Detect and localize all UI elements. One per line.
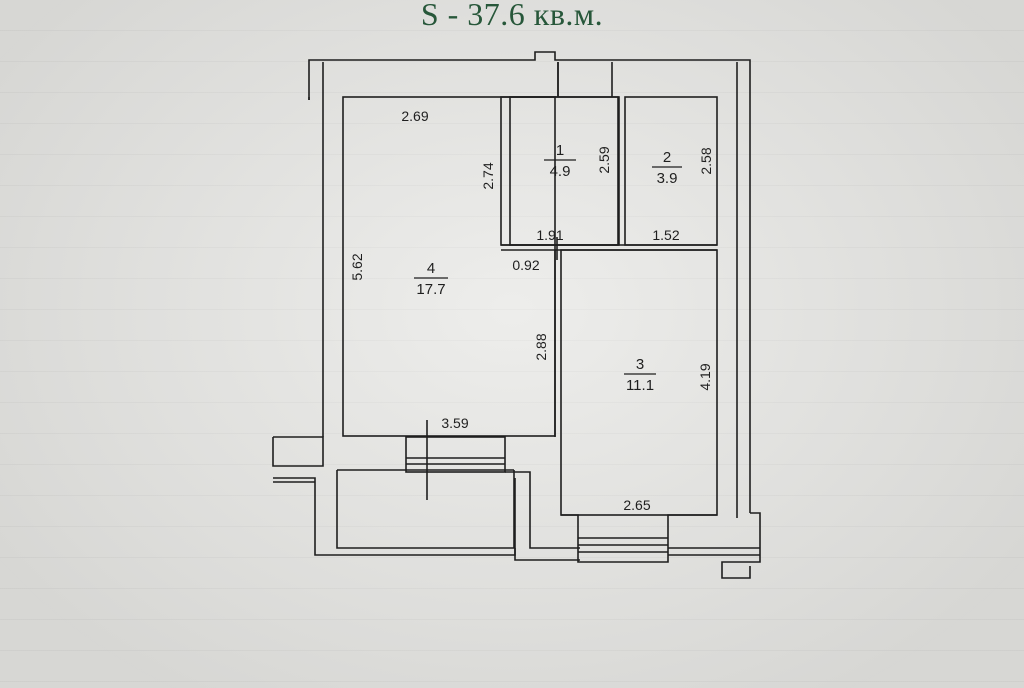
- room-3-number: 3: [636, 356, 644, 373]
- area-title: S - 37.6 кв.м.: [420, 0, 604, 32]
- room-3-area: 11.1: [626, 377, 654, 394]
- dim-room2-width: 1.52: [652, 227, 679, 243]
- dim-room4-upper-right: 2.74: [480, 162, 496, 189]
- dim-room3-width: 2.65: [623, 497, 650, 513]
- dim-room2-height: 2.58: [698, 147, 714, 174]
- room-4-area: 17.7: [416, 281, 445, 298]
- dim-room4-top: 2.69: [401, 108, 428, 124]
- outer-wall-top: [308, 51, 751, 100]
- room-1-number: 1: [556, 142, 564, 159]
- room-2-number: 2: [663, 149, 671, 166]
- dim-corridor-gap: 0.92: [512, 257, 539, 273]
- room-3-outline: [560, 249, 718, 516]
- dim-room1-width: 1.91: [536, 227, 563, 243]
- dim-room3-height: 4.19: [697, 363, 713, 390]
- dim-room4-lower-right: 2.88: [533, 333, 549, 360]
- room-4-number: 4: [427, 260, 435, 277]
- room-1-label: 1 4.9: [544, 142, 576, 180]
- room-2-label: 2 3.9: [652, 149, 682, 187]
- balcony-outline: [272, 436, 324, 467]
- dim-room4-bottom: 3.59: [441, 415, 468, 431]
- dim-room1-height: 2.59: [596, 146, 612, 173]
- room-3-label: 3 11.1: [624, 356, 656, 394]
- room-2-area: 3.9: [657, 170, 678, 187]
- room-1-area: 4.9: [550, 163, 571, 180]
- dim-room4-left: 5.62: [349, 253, 365, 280]
- walls: [272, 51, 761, 579]
- room-4-label: 4 17.7: [414, 260, 448, 298]
